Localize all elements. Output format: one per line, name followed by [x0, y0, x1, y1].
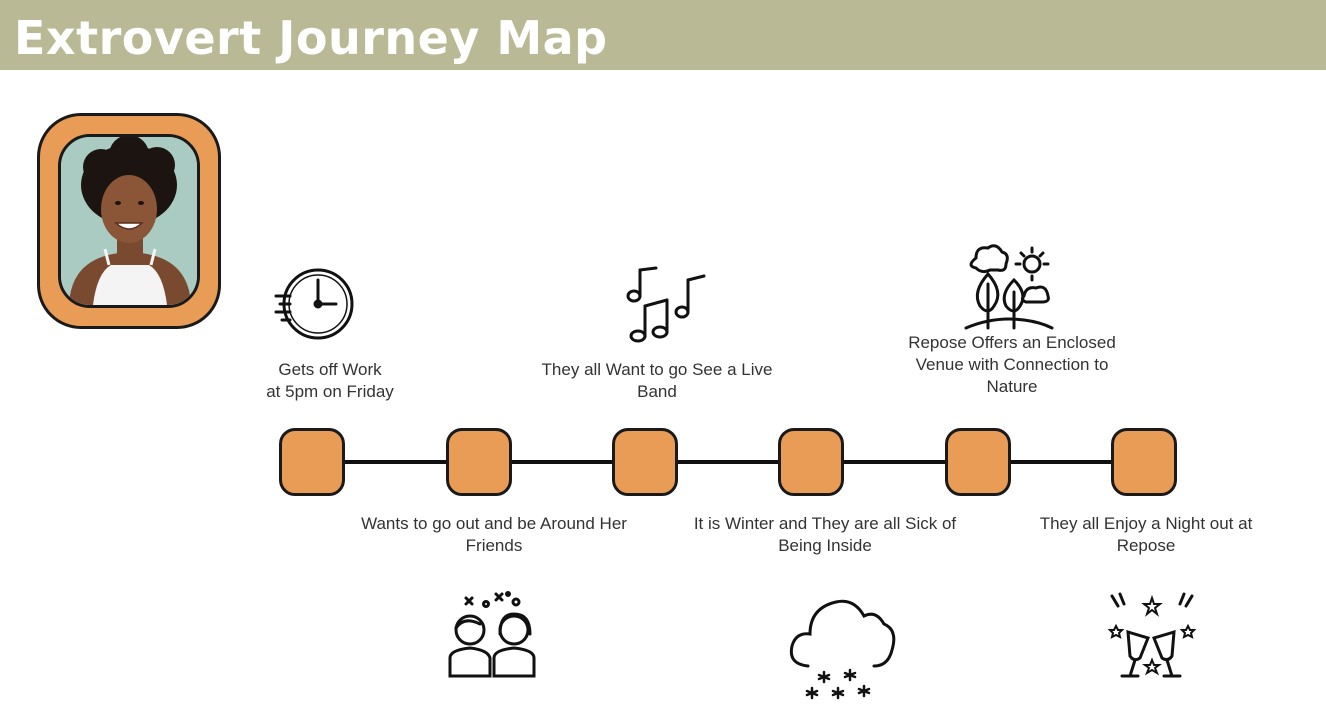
step-1-label: Gets off Work at 5pm on Friday	[266, 360, 394, 401]
nature-trees-icon	[964, 244, 1054, 330]
timeline-node-2	[446, 428, 512, 496]
music-notes-icon	[626, 266, 708, 344]
timeline-line	[312, 460, 1146, 464]
timeline-node-4	[778, 428, 844, 496]
page-title: Extrovert Journey Map	[14, 11, 608, 65]
timeline-node-3	[612, 428, 678, 496]
snow-cloud-icon	[788, 594, 898, 702]
step-6-label: They all Enjoy a Night out at Repose	[1039, 514, 1253, 555]
step-3-label: They all Want to go See a Live Band	[541, 360, 773, 401]
timeline-node-5	[945, 428, 1011, 496]
timeline-node-1	[279, 428, 345, 496]
champagne-toast-icon	[1107, 592, 1197, 680]
step-2-label: Wants to go out and be Around Her Friend…	[361, 514, 627, 555]
header-bar: Extrovert Journey Map	[0, 0, 1326, 70]
friends-icon	[446, 591, 538, 678]
persona-avatar-frame	[37, 113, 221, 329]
clock-icon	[274, 266, 356, 340]
step-5-label: Repose Offers an Enclosed Venue with Con…	[908, 333, 1116, 396]
step-4-label: It is Winter and They are all Sick of Be…	[693, 514, 957, 555]
persona-photo	[58, 134, 200, 308]
timeline-node-6	[1111, 428, 1177, 496]
